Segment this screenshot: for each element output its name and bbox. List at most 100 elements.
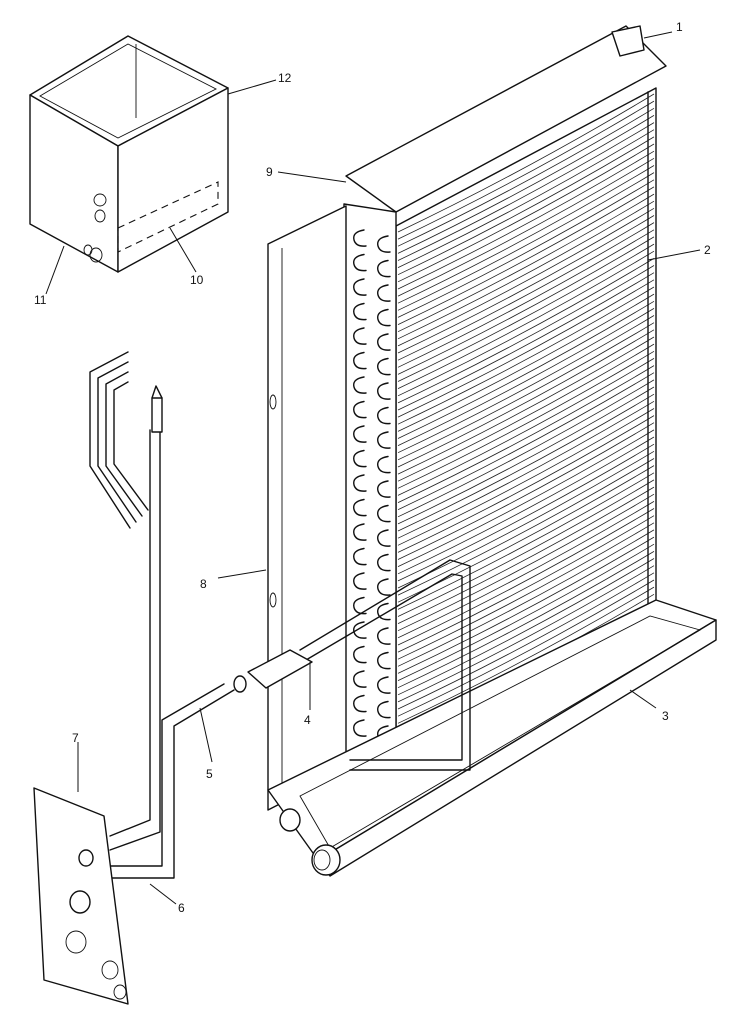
coil-fin: [397, 207, 655, 347]
casing-box: [29, 35, 229, 273]
return-bend: [353, 302, 367, 321]
coil-fin: [397, 265, 655, 404]
coil-fin: [397, 358, 655, 496]
coil-fin: [397, 243, 655, 382]
coil-fin: [397, 279, 655, 418]
callout-12: 12: [278, 71, 292, 85]
leader-lines: [45, 31, 701, 905]
return-bend: [377, 676, 391, 694]
coil-fin: [397, 293, 655, 432]
return-bend: [353, 694, 367, 713]
coil-fin: [397, 308, 655, 446]
coil-fin: [397, 522, 655, 660]
coil-fin: [397, 315, 655, 454]
coil-fin: [397, 150, 655, 290]
return-bend: [353, 474, 367, 492]
callout-1: 1: [676, 20, 683, 34]
return-bend: [377, 553, 391, 572]
return-bend: [377, 382, 391, 400]
callout-labels: 1 2 3 4 5 6 7 8 9 10 11 12: [34, 20, 711, 915]
callout-5: 5: [206, 767, 213, 781]
coil-fin: [397, 443, 655, 582]
return-bend: [377, 480, 391, 498]
coil-fin: [397, 250, 655, 389]
return-bend: [353, 572, 367, 590]
coil-fin: [397, 129, 655, 268]
return-bend: [353, 498, 367, 517]
return-bend: [353, 547, 367, 566]
refrigerant-lines: [89, 351, 235, 879]
return-bend: [377, 651, 391, 670]
return-bend: [377, 235, 391, 253]
callout-7: 7: [72, 731, 79, 745]
return-bend: [377, 602, 391, 621]
return-bend: [353, 449, 367, 468]
coil-fin: [397, 300, 655, 439]
callout-11: 11: [34, 293, 47, 307]
return-bend: [377, 431, 391, 449]
coil-fin: [397, 186, 655, 325]
mounting-plate: [33, 787, 129, 1005]
callout-9: 9: [266, 165, 273, 179]
return-bend: [353, 670, 367, 688]
return-bend: [353, 425, 367, 443]
coil-fin: [397, 543, 655, 681]
coil-fin: [397, 379, 655, 518]
callout-2: 2: [704, 243, 711, 257]
coil-fin: [397, 115, 655, 254]
coil-fin: [397, 529, 655, 667]
coil-fin: [397, 100, 655, 240]
return-bend: [353, 351, 367, 370]
return-bend: [353, 229, 367, 247]
return-bend: [377, 284, 391, 302]
coil-fin: [397, 172, 655, 311]
coil-fin: [397, 479, 655, 617]
coil-fin: [397, 536, 655, 674]
coil-fin: [397, 400, 655, 539]
coil-fin: [397, 200, 655, 340]
coil-fin: [397, 93, 655, 233]
coil-fin: [397, 322, 655, 461]
coil-fin: [397, 272, 655, 411]
coil-fin: [397, 508, 655, 646]
coil-fin: [397, 286, 655, 425]
coil-fin: [397, 408, 655, 546]
coil-fin: [397, 165, 655, 304]
return-bend: [377, 308, 391, 327]
coil-fin: [397, 143, 655, 283]
return-bend: [353, 278, 367, 296]
return-bend: [353, 645, 367, 664]
return-bend: [353, 719, 367, 737]
coil-fin: [397, 343, 655, 482]
coil-fin: [397, 415, 655, 553]
coil-fin: [397, 565, 655, 703]
coil-fin: [397, 179, 655, 318]
coil-fin: [397, 350, 655, 489]
return-bend: [377, 529, 391, 547]
coil-fin: [397, 515, 655, 653]
coil-fin: [397, 222, 655, 361]
callout-10: 10: [190, 273, 204, 287]
coil-fin: [397, 193, 655, 333]
coil-fin: [397, 229, 655, 368]
return-bend: [377, 333, 391, 351]
return-bend: [377, 406, 391, 425]
coil-fin: [397, 136, 655, 276]
return-bend: [377, 627, 391, 645]
return-bend: [353, 253, 367, 272]
return-bends: [353, 229, 391, 768]
return-bend: [377, 578, 391, 596]
coil-fin: [397, 365, 655, 503]
return-bend: [377, 259, 391, 278]
coil-fin: [397, 558, 655, 696]
coil-fin: [397, 336, 655, 475]
return-bend: [377, 455, 391, 474]
coil-fin: [397, 429, 655, 567]
callout-4: 4: [304, 713, 311, 727]
coil-fin: [397, 458, 655, 596]
coil-fin: [397, 486, 655, 624]
coil-fin: [397, 436, 655, 575]
distributor-tube: [233, 559, 471, 771]
return-bend: [377, 357, 391, 376]
return-bend: [353, 327, 367, 345]
